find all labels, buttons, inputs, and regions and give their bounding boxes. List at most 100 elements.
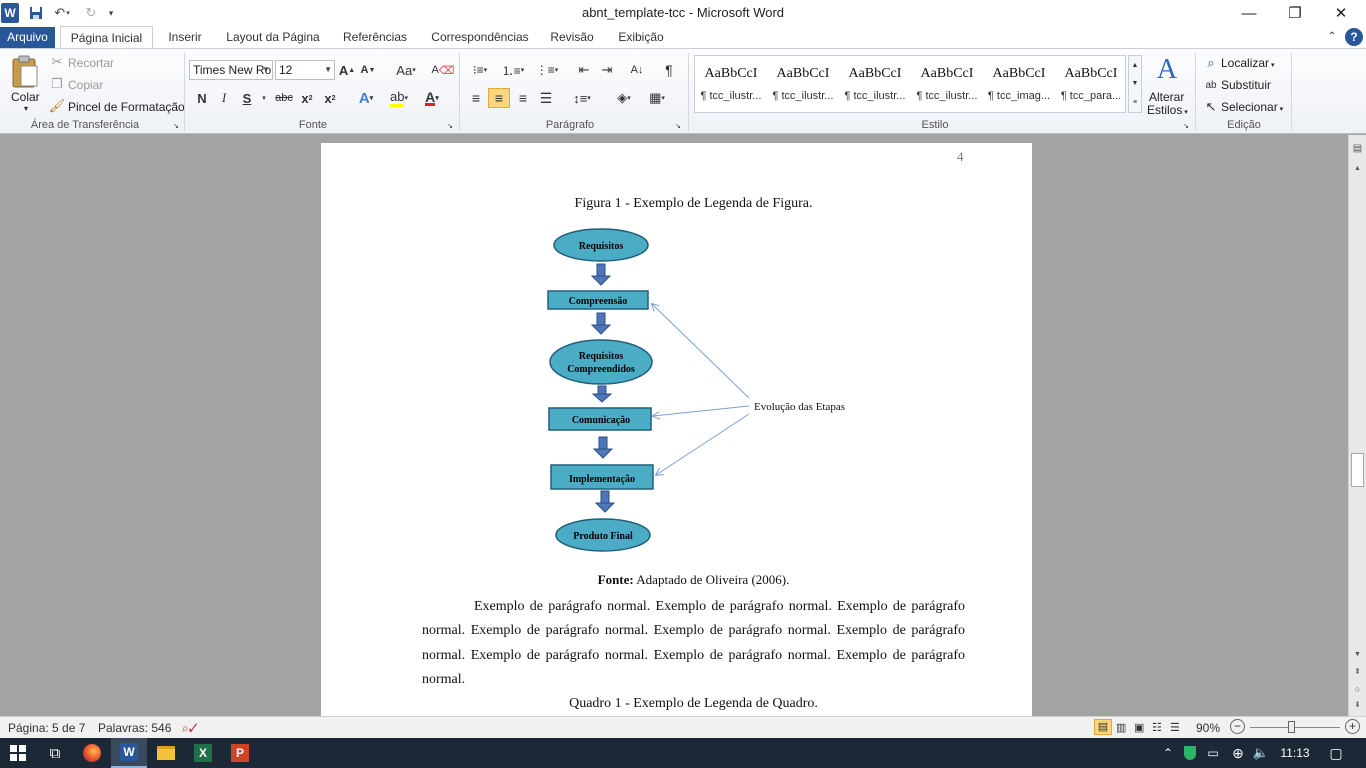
- flow-node-compreensao[interactable]: [547, 290, 649, 310]
- notifications-icon[interactable]: ▢: [1329, 744, 1343, 761]
- paste-dropdown-icon[interactable]: ▾: [24, 104, 29, 113]
- zoom-in-icon[interactable]: +: [1345, 719, 1360, 734]
- tab-exibicao[interactable]: Exibição: [618, 30, 664, 44]
- save-icon[interactable]: [26, 3, 46, 23]
- increase-indent-icon[interactable]: ⇥: [601, 62, 613, 77]
- style-item[interactable]: AaBbCcI¶ tcc_ilustr...: [695, 56, 767, 112]
- style-item[interactable]: AaBbCcI¶ tcc_ilustr...: [839, 56, 911, 112]
- paste-icon[interactable]: [8, 53, 42, 91]
- cut-button[interactable]: Recortar: [68, 56, 115, 70]
- style-item[interactable]: AaBbCcI¶ tcc_para...: [1055, 56, 1127, 112]
- change-styles-button[interactable]: Alterar: [1149, 90, 1185, 104]
- show-hidden-icons-icon[interactable]: ⌃: [1162, 746, 1174, 760]
- sort-icon[interactable]: A↓: [630, 64, 644, 76]
- battery-icon[interactable]: ▭: [1207, 746, 1219, 760]
- line-spacing-icon[interactable]: ↕≡▾: [573, 90, 591, 106]
- body-paragraph[interactable]: Exemplo de parágrafo normal. Exemplo de …: [422, 595, 965, 692]
- tab-inserir[interactable]: Inserir: [168, 30, 202, 44]
- multilevel-list-icon[interactable]: ⋮≡▾: [535, 63, 559, 77]
- bullets-icon[interactable]: ⁝≡▾: [472, 63, 488, 77]
- firefox-icon[interactable]: [74, 738, 110, 768]
- show-formatting-icon[interactable]: ¶: [665, 62, 673, 78]
- find-button[interactable]: Localizar ▾: [1221, 56, 1275, 70]
- scroll-thumb[interactable]: [1351, 453, 1364, 487]
- browse-object-icon[interactable]: ○: [1354, 684, 1361, 694]
- word-taskbar-icon[interactable]: W: [111, 738, 147, 768]
- styles-launcher-icon[interactable]: ↘: [1183, 123, 1189, 130]
- close-button[interactable]: ✕: [1334, 5, 1348, 22]
- word-count[interactable]: Palavras: 546: [98, 721, 172, 735]
- chevron-up-icon[interactable]: ▲: [1131, 61, 1139, 69]
- replace-button[interactable]: Substituir: [1221, 78, 1272, 92]
- powerpoint-icon[interactable]: P: [222, 738, 258, 768]
- tab-referencias[interactable]: Referências: [342, 30, 408, 44]
- font-launcher-icon[interactable]: ↘: [447, 123, 453, 130]
- numbering-icon[interactable]: ⒈≡▾: [501, 63, 525, 78]
- strikethrough-button[interactable]: abc: [275, 92, 293, 104]
- styles-scroll[interactable]: ▲▼≡: [1128, 55, 1142, 113]
- paste-button[interactable]: Colar: [11, 90, 40, 104]
- volume-icon[interactable]: 🔈: [1252, 745, 1270, 760]
- align-left-icon[interactable]: ≡: [471, 90, 481, 106]
- outline-icon[interactable]: ☷: [1152, 722, 1162, 734]
- change-styles-button-line2[interactable]: Estilos ▾: [1147, 103, 1188, 117]
- font-color-icon[interactable]: A▾: [425, 88, 439, 106]
- format-painter-button[interactable]: Pincel de Formatação: [68, 100, 185, 114]
- change-case-icon[interactable]: Aa▾: [396, 62, 416, 78]
- paragraph-launcher-icon[interactable]: ↘: [675, 123, 681, 130]
- security-icon[interactable]: [1172, 738, 1208, 768]
- next-page-icon[interactable]: ⇟: [1354, 700, 1361, 709]
- scroll-up-icon[interactable]: ▲: [1354, 165, 1361, 172]
- print-layout-icon[interactable]: ▤: [1094, 719, 1112, 735]
- clock[interactable]: 11:13: [1280, 746, 1310, 760]
- grow-font-icon[interactable]: A▲: [338, 62, 356, 78]
- highlight-icon[interactable]: ab▾: [384, 89, 414, 107]
- tab-arquivo[interactable]: Arquivo: [0, 27, 55, 48]
- excel-icon[interactable]: X: [185, 738, 221, 768]
- scroll-down-icon[interactable]: ▼: [1354, 651, 1361, 658]
- justify-icon[interactable]: ☰: [539, 89, 553, 106]
- previous-page-icon[interactable]: ⇞: [1354, 667, 1361, 676]
- align-right-icon[interactable]: ≡: [518, 90, 528, 106]
- vertical-scrollbar[interactable]: ▤ ▲ ▼ ⇞ ○ ⇟: [1348, 135, 1366, 716]
- flow-node-comunicacao[interactable]: [548, 407, 652, 431]
- word-app-icon[interactable]: W: [1, 3, 19, 23]
- font-size-combo[interactable]: 12▼: [275, 60, 335, 80]
- clear-formatting-icon[interactable]: A⌫: [431, 64, 455, 77]
- shrink-font-icon[interactable]: A▼: [360, 64, 376, 76]
- page-count[interactable]: Página: 5 de 7: [8, 721, 86, 735]
- flow-node-requisitos-compreendidos[interactable]: [549, 339, 653, 385]
- undo-icon[interactable]: ↶▾: [54, 5, 70, 20]
- underline-dropdown-icon[interactable]: ▾: [262, 95, 266, 102]
- clipboard-launcher-icon[interactable]: ↘: [173, 123, 179, 130]
- flow-node-implementacao[interactable]: [550, 464, 654, 490]
- restore-button[interactable]: ❐: [1288, 5, 1302, 22]
- tab-correspondencias[interactable]: Correspondências: [431, 30, 529, 44]
- zoom-slider-track[interactable]: [1250, 727, 1340, 728]
- draft-icon[interactable]: ☰: [1170, 722, 1180, 734]
- help-icon[interactable]: ?: [1345, 28, 1363, 46]
- tab-layout[interactable]: Layout da Página: [226, 30, 320, 44]
- align-center-icon[interactable]: ≡: [488, 88, 510, 108]
- full-screen-reading-icon[interactable]: ▥: [1116, 722, 1127, 734]
- italic-button[interactable]: I: [221, 90, 227, 105]
- document-page[interactable]: 4 Figura 1 - Exemplo de Legenda de Figur…: [321, 143, 1032, 716]
- customize-quick-access-icon[interactable]: ▾: [108, 7, 114, 18]
- bold-button[interactable]: N: [197, 90, 207, 106]
- minimize-button[interactable]: —: [1241, 4, 1257, 22]
- font-name-combo[interactable]: Times New Ro▼: [189, 60, 273, 80]
- more-styles-icon[interactable]: ≡: [1132, 99, 1138, 107]
- task-view-icon[interactable]: ⧉: [49, 744, 61, 762]
- flowchart[interactable]: Requisitos Compreensão Requisitos Compre…: [541, 227, 861, 567]
- style-item[interactable]: AaBbCcI¶ tcc_imag...: [983, 56, 1055, 112]
- zoom-out-icon[interactable]: −: [1230, 719, 1245, 734]
- decrease-indent-icon[interactable]: ⇤: [578, 62, 590, 77]
- borders-icon[interactable]: ▦▾: [649, 90, 665, 105]
- collapse-ribbon-icon[interactable]: ⌃: [1327, 31, 1337, 42]
- underline-button[interactable]: S: [242, 90, 252, 106]
- change-styles-icon[interactable]: A: [1156, 54, 1178, 85]
- text-effects-icon[interactable]: A▾: [358, 89, 374, 107]
- file-explorer-icon[interactable]: [148, 738, 184, 768]
- zoom-slider-thumb[interactable]: [1288, 721, 1295, 733]
